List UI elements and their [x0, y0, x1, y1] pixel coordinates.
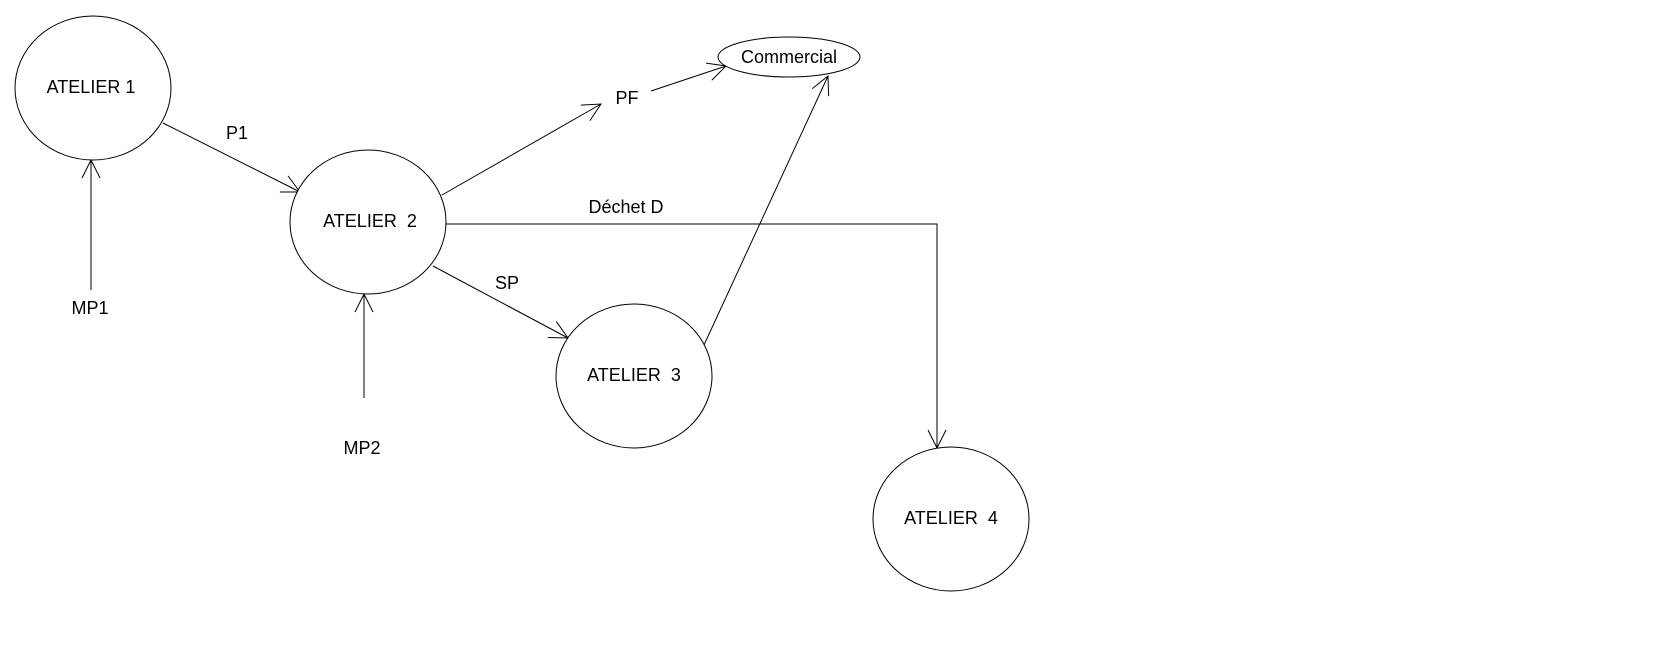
node-commercial: Commercial — [717, 36, 861, 78]
label-p1: P1 — [226, 123, 248, 143]
node-label: ATELIER 2 — [323, 211, 417, 231]
edge-p1 — [162, 122, 301, 193]
edge-atelier2-pf — [441, 103, 602, 196]
edge-pf-commercial — [650, 62, 728, 92]
node-atelier3: ATELIER 3 — [555, 303, 713, 449]
node-label: ATELIER 4 — [904, 508, 998, 528]
node-label: ATELIER 1 — [47, 77, 136, 97]
label-dechet: Déchet D — [588, 197, 663, 217]
node-label: ATELIER 3 — [587, 365, 681, 385]
edge-sp — [432, 265, 569, 339]
node-atelier1: ATELIER 1 — [14, 15, 172, 161]
edge-atelier3-commercial — [703, 74, 830, 346]
label-mp1: MP1 — [71, 298, 108, 318]
label-sp: SP — [495, 273, 519, 293]
edge-dechet — [446, 223, 947, 450]
label-mp2: MP2 — [343, 438, 380, 458]
node-atelier2: ATELIER 2 — [289, 149, 447, 295]
node-atelier4: ATELIER 4 — [872, 446, 1030, 592]
node-label: Commercial — [741, 47, 837, 67]
label-pf: PF — [615, 88, 638, 108]
